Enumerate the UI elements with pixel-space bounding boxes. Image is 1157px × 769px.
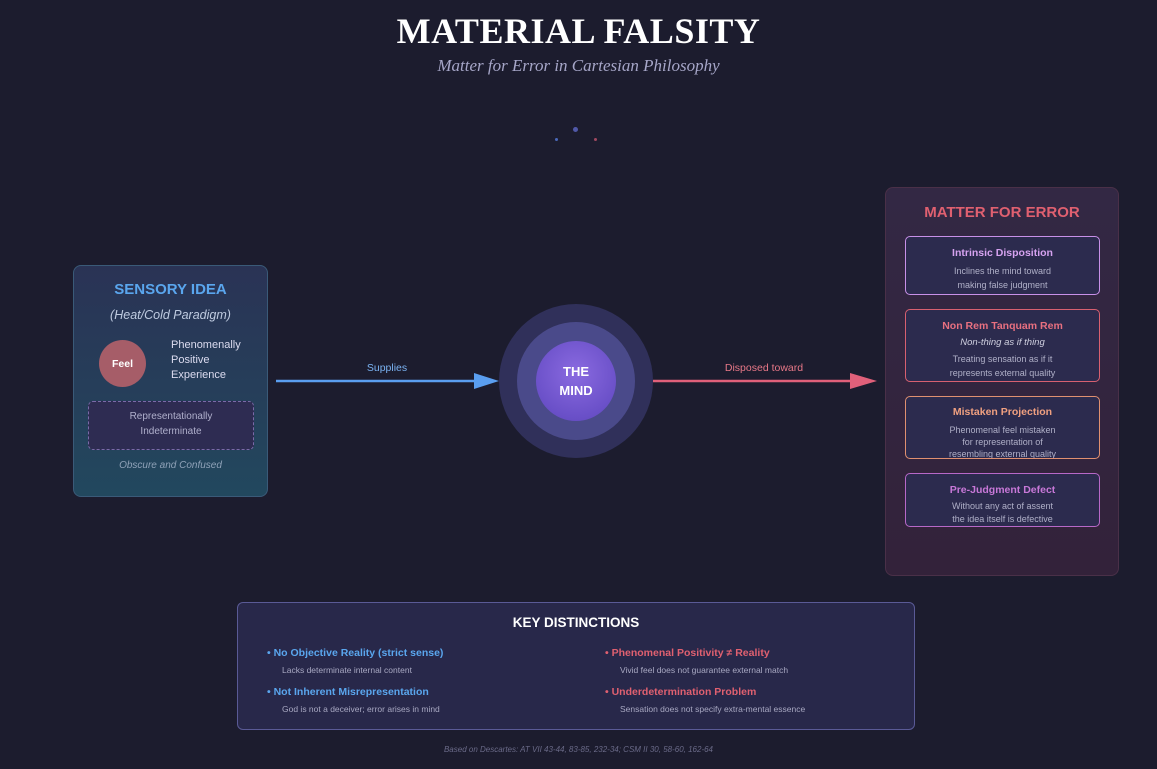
supplies-label: Supplies (366, 362, 408, 374)
sensory-idea-subtitle: (Heat/Cold Paradigm) (110, 308, 231, 322)
box-text: represents external quality (949, 368, 1056, 378)
disposed-toward-label: Disposed toward (724, 362, 804, 374)
page-title: MATERIAL FALSITY (396, 11, 761, 51)
representational-box: Representationally Indeterminate (88, 401, 254, 450)
key-distinctions-title: KEY DISTINCTIONS (512, 615, 640, 630)
matter-for-error-panel: MATTER FOR ERROR Intrinsic Disposition I… (885, 187, 1119, 576)
distinction-heading: • Phenomenal Positivity ≠ Reality (605, 647, 770, 659)
distinction-text: Lacks determinate internal content (282, 665, 412, 675)
distinction-text: God is not a deceiver; error arises in m… (282, 704, 440, 714)
mind-core: THE MIND (536, 341, 616, 421)
box-text: Inclines the mind toward (953, 266, 1052, 276)
disposed-arrowhead (850, 373, 877, 389)
box-heading: Non Rem Tanquam Rem (942, 320, 1063, 332)
intrinsic-disposition-box: Intrinsic Disposition Inclines the mind … (905, 236, 1100, 295)
sensory-idea-title: SENSORY IDEA (114, 281, 227, 298)
distinction-text: Sensation does not specify extra-mental … (620, 704, 806, 714)
box-text: for representation of (962, 437, 1043, 447)
feel-description-line: Phenomenally (171, 339, 241, 351)
non-rem-tanquam-rem-box: Non Rem Tanquam Rem Non-thing as if thin… (905, 309, 1100, 382)
feel-description-line: Experience (171, 369, 227, 381)
box-text: Without any act of assent (951, 501, 1054, 511)
representational-line: Indeterminate (140, 426, 202, 437)
sensory-idea-footer: Obscure and Confused (119, 460, 222, 471)
sensory-idea-panel: SENSORY IDEA (Heat/Cold Paradigm) Feel P… (73, 265, 268, 497)
matter-for-error-title: MATTER FOR ERROR (924, 204, 1080, 221)
source-footnote: Based on Descartes: AT VII 43-44, 83-85,… (443, 745, 714, 754)
distinction-heading: • Underdetermination Problem (605, 686, 757, 698)
box-text: Phenomenal feel mistaken (949, 425, 1056, 435)
feel-description-line: Positive (171, 354, 210, 366)
decorative-dot (594, 138, 597, 141)
box-heading: Intrinsic Disposition (952, 247, 1053, 259)
box-text: resembling external quality (948, 449, 1057, 459)
mistaken-projection-box: Mistaken Projection Phenomenal feel mist… (905, 396, 1100, 459)
representational-text: Representationally Indeterminate (89, 409, 253, 439)
box-text: the idea itself is defective (952, 514, 1053, 524)
box-heading: Mistaken Projection (952, 406, 1053, 418)
distinction-heading: • Not Inherent Misrepresentation (267, 686, 429, 698)
distinction-heading: • No Objective Reality (strict sense) (267, 647, 444, 659)
mind-label-line: THE (563, 364, 589, 379)
box-italic-text: Non-thing as if thing (960, 337, 1045, 348)
key-distinctions-panel: KEY DISTINCTIONS • No Objective Reality … (237, 602, 915, 730)
box-text: Treating sensation as if it (952, 354, 1053, 364)
feel-description: Phenomenally Positive Experience (171, 338, 261, 383)
supplies-arrowhead (474, 373, 499, 389)
feel-label: Feel (111, 357, 133, 370)
box-heading: Pre-Judgment Defect (949, 484, 1056, 496)
decorative-dot (573, 127, 578, 132)
decorative-dot (555, 138, 558, 141)
box-text: making false judgment (957, 280, 1048, 290)
pre-judgment-defect-box: Pre-Judgment Defect Without any act of a… (905, 473, 1100, 527)
page-subtitle: Matter for Error in Cartesian Philosophy (437, 56, 720, 75)
distinction-text: Vivid feel does not guarantee external m… (620, 665, 789, 675)
feel-circle: Feel (99, 340, 146, 387)
representational-line: Representationally (129, 411, 213, 422)
mind-label-line: MIND (559, 383, 593, 398)
